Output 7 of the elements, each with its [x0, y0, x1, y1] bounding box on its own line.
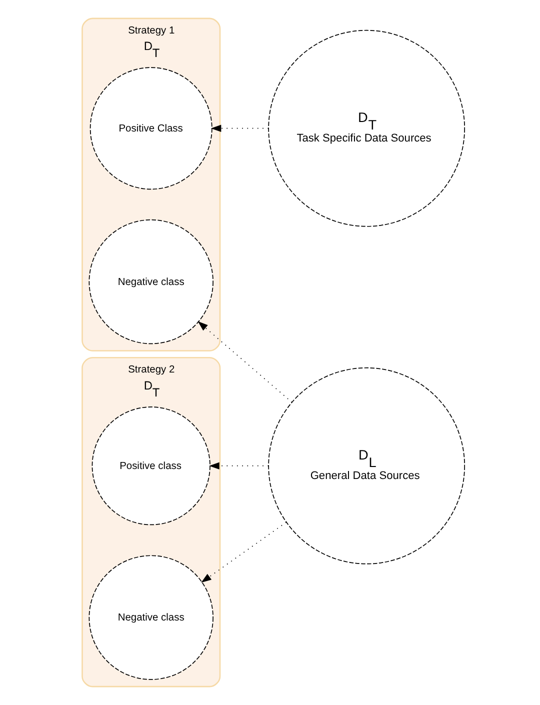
node-circle: Positive class: [92, 406, 210, 526]
arrow: [209, 462, 269, 470]
arrow: [210, 124, 269, 132]
arrow: [201, 522, 287, 583]
arrow: [198, 321, 292, 403]
node-circle: Positive Class: [90, 67, 212, 190]
node-circle: Negative class: [88, 219, 214, 344]
